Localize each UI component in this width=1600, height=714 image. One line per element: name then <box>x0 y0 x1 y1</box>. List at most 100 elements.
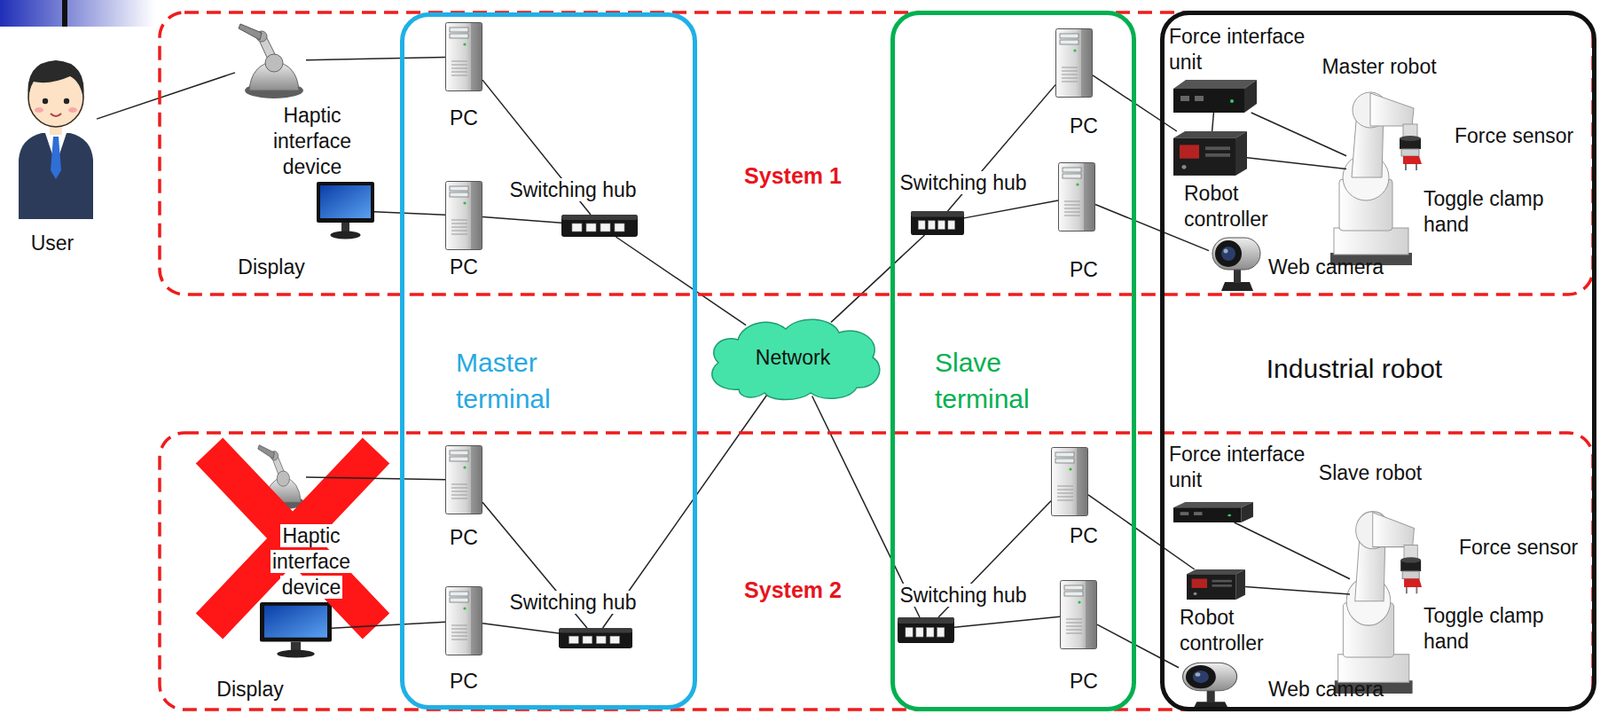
switching-hub-label: Switching hub <box>897 171 1028 195</box>
label-holder: Slave terminal <box>934 344 1068 417</box>
cross-mark <box>209 450 377 627</box>
group-border <box>893 13 1135 710</box>
robot-arm-label: Master robot <box>1321 54 1436 79</box>
label-holder: Slave robot <box>1318 460 1422 487</box>
web-camera-label: Web camera <box>1268 255 1384 279</box>
network-wire <box>374 211 446 215</box>
web-camera: Web camera <box>1178 658 1240 710</box>
pc-tower-label: PC <box>1069 258 1099 282</box>
switching-hub: Switching hub <box>561 214 638 237</box>
user: User <box>15 46 97 220</box>
robot-group-label: Industrial robot <box>1266 353 1443 384</box>
switching-hub: Switching hub <box>897 617 955 644</box>
haptic-icon <box>238 23 304 99</box>
haptic-device-label: Haptic interface device <box>273 103 352 179</box>
terminal-group: PCSwitching hubPCPCSwitching hubPCSlave … <box>890 10 1137 712</box>
haptic-device: Haptic interface device <box>255 443 306 510</box>
monitor-icon <box>316 181 375 240</box>
web-camera: Web camera <box>1208 232 1263 291</box>
robot-illustration <box>1334 511 1422 694</box>
force-interface-unit-label: Force interface unit <box>1168 24 1305 74</box>
label-holder: PC <box>449 105 479 132</box>
network-wire <box>96 72 236 119</box>
label-holder: Web camera <box>1268 254 1384 281</box>
robot-controller-label: Robot controller <box>1184 181 1269 231</box>
label-holder: Force interface unit <box>1168 23 1329 76</box>
network-wire <box>305 56 446 60</box>
label-holder: Switching hub <box>507 177 638 204</box>
dashed-outline <box>159 432 1593 710</box>
pc-tower-label: PC <box>449 669 479 693</box>
network-wire <box>1247 157 1347 170</box>
label-holder: PC <box>449 525 479 551</box>
controller-icon <box>1173 131 1248 176</box>
group-border <box>1162 13 1595 710</box>
label-holder: Master terminal <box>455 344 589 417</box>
label-holder: Switching hub <box>897 582 1028 609</box>
label-holder: Toggle clamp hand <box>1423 603 1557 655</box>
pc-icon <box>1060 580 1098 650</box>
pc-icon <box>446 181 483 251</box>
robot-controller-label: Robot controller <box>1179 605 1264 655</box>
robot-illustration <box>1330 92 1422 266</box>
network-wire <box>964 200 1059 219</box>
part-label: Toggle clamp hand <box>1423 603 1545 653</box>
label-holder: Robot controller <box>1179 604 1295 657</box>
pc-tower-label: PC <box>449 255 479 279</box>
label-holder: Toggle clamp hand <box>1423 186 1557 238</box>
robot-arm: Master robot <box>1346 81 1424 266</box>
terminal-group-label: Slave terminal <box>934 347 1030 414</box>
force-interface-unit: Force interface unit <box>1173 79 1257 113</box>
label-holder: Switching hub <box>507 589 638 616</box>
user-label: User <box>31 231 75 255</box>
pc-icon <box>1056 29 1093 98</box>
part-label: Force sensor <box>1458 535 1578 559</box>
hub-icon <box>558 627 633 649</box>
switching-hub: Switching hub <box>910 211 965 236</box>
label-holder: Robot controller <box>1184 180 1300 233</box>
network-wire <box>1234 522 1350 580</box>
camera-icon <box>1212 237 1261 291</box>
label-holder: Force sensor <box>1454 123 1574 150</box>
pc-icon <box>446 23 483 92</box>
robot-controller: Robot controller <box>1186 569 1246 600</box>
user-icon <box>18 60 94 220</box>
network-wire <box>305 477 446 480</box>
force-interface-unit: Force interface unit <box>1173 501 1254 523</box>
label-holder: Web camera <box>1268 676 1384 703</box>
pc-tower: PC <box>1055 28 1093 98</box>
system-region-label: System 2 <box>744 577 842 603</box>
pc-tower: PC <box>1058 162 1096 232</box>
hub-icon <box>910 211 965 236</box>
label-holder: PC <box>1069 668 1099 695</box>
display-monitor: Display <box>316 181 375 240</box>
robot-arm-label: Slave robot <box>1318 461 1422 485</box>
network-wire <box>1212 112 1215 132</box>
terminal-group-label: Master terminal <box>455 347 551 414</box>
system-region-label: System 1 <box>744 163 842 189</box>
pc-tower: PC <box>1050 447 1089 517</box>
network-wire <box>831 235 926 322</box>
network-wire <box>615 236 746 326</box>
haptic-device-label: Haptic interface device <box>270 524 353 599</box>
label-holder: User <box>31 230 75 257</box>
display-monitor: Display <box>259 602 332 659</box>
pc-tower-label: PC <box>1069 669 1099 693</box>
label-holder: Haptic interface device <box>262 523 361 601</box>
hub-icon <box>897 617 955 644</box>
network-wire <box>1251 112 1347 157</box>
group-outline <box>157 10 1595 297</box>
controller-icon <box>1186 569 1246 600</box>
display-monitor-label: Display <box>237 255 305 279</box>
pc-tower: PC <box>445 586 483 656</box>
pc-icon <box>446 446 483 515</box>
label-holder: Master robot <box>1321 54 1436 80</box>
label-holder: Display <box>216 676 283 703</box>
network-cloud-label: Network <box>755 345 831 369</box>
part-label: Force sensor <box>1454 124 1574 148</box>
label-holder: Industrial robot <box>1266 352 1443 386</box>
title-bar-mark <box>62 0 68 27</box>
dashed-outline <box>159 12 1593 295</box>
network-cloud: Network <box>698 311 888 404</box>
